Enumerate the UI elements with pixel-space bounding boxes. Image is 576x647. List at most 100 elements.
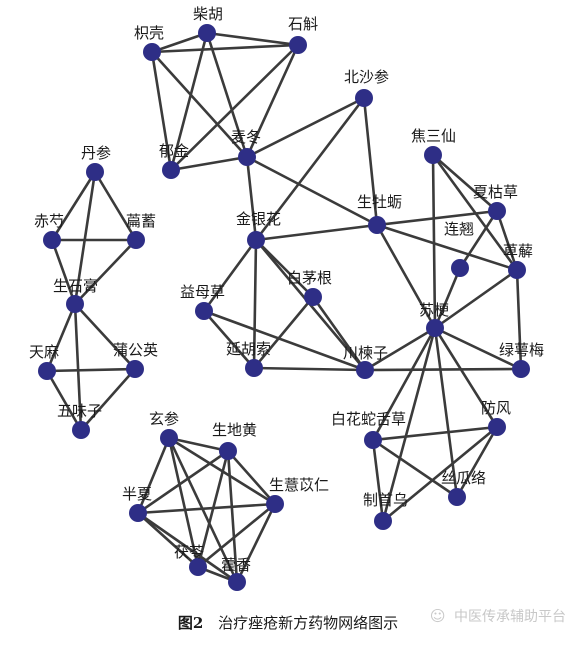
edge-yujin-maidong (169, 155, 249, 172)
node-dot-shengshigao (66, 295, 84, 313)
node-dot-chuanlianzi (356, 361, 374, 379)
node-dot-fangfeng (488, 418, 506, 436)
node-tianma: 天麻 (29, 343, 59, 380)
wechat-logo-icon: ☺ (429, 607, 446, 625)
edge-shengdihuang-huoxiang (226, 449, 239, 584)
node-dot-sugeng (426, 319, 444, 337)
node-label-shengshigao: 生石膏 (53, 277, 98, 295)
node-label-bixie: 萆薢 (503, 242, 533, 260)
edge-maidong-shengmuli (245, 155, 379, 227)
edge-sugeng-baihuasheshecao (371, 326, 437, 442)
edge-jinyinhua-yimucao (202, 238, 258, 313)
node-label-zhike: 枳壳 (134, 24, 164, 42)
node-dot-yimucao (195, 302, 213, 320)
edge-shengyiyiren-fuling (196, 502, 277, 569)
node-bixie: 萆薢 (503, 242, 533, 279)
edge-banxia-huoxiang (136, 511, 239, 584)
edge-tianma-pugongying (45, 367, 137, 373)
node-chishao: 赤芍 (34, 212, 64, 249)
node-dot-sigualuo (448, 488, 466, 506)
node-bianxu: 萹蓄 (126, 212, 156, 249)
edge-shengshigao-wuweizi (73, 302, 83, 432)
node-label-maidong: 麦冬 (231, 128, 261, 146)
edge-baimaogen-yanhusuo (252, 295, 315, 370)
node-label-chishao: 赤芍 (34, 212, 64, 230)
node-dot-fuling (189, 558, 207, 576)
node-label-fuling: 茯苓 (174, 543, 204, 561)
node-yujin: 郁金 (159, 142, 189, 179)
edge-bixie-lvemei (515, 268, 523, 371)
edge-layer (45, 31, 523, 584)
node-label-zhishouwu: 制首乌 (363, 491, 408, 509)
node-jiaosanxian: 焦三仙 (411, 127, 456, 164)
edge-chuanlianzi-lvemei (363, 367, 523, 372)
edge-xuanshen-shengdihuang (167, 436, 230, 453)
edge-shengdihuang-shengyiyiren (226, 449, 277, 506)
node-dot-chaihu (198, 24, 216, 42)
node-label-fangfeng: 防风 (481, 399, 511, 417)
node-dot-lvemei (512, 360, 530, 378)
edge-beishashen-maidong (245, 96, 366, 159)
node-dot-yujin (162, 161, 180, 179)
node-label-danshen: 丹参 (81, 144, 111, 162)
edge-chaihu-maidong (205, 31, 249, 159)
node-label-xiakucao: 夏枯草 (473, 183, 518, 201)
edge-jiaosanxian-sugeng (431, 153, 437, 330)
node-lvemei: 绿萼梅 (499, 341, 544, 378)
edge-jiaosanxian-xiakucao (431, 153, 499, 213)
node-sigualuo: 丝瓜络 (441, 469, 486, 506)
node-dot-huoxiang (228, 573, 246, 591)
edge-yimucao-yanhusuo (202, 309, 256, 370)
edge-zhike-yujin (150, 50, 173, 172)
node-dot-bianxu (127, 231, 145, 249)
node-label-xuanshen: 玄参 (149, 410, 179, 428)
watermark-text: 中医传承辅助平台 (454, 609, 566, 625)
node-label-shengdihuang: 生地黄 (212, 421, 257, 439)
node-layer: 枳壳柴胡石斛北沙参郁金麦冬焦三仙丹参夏枯草生牡蛎连翘赤芍萹蓄金银花萆薢生石膏白茅… (29, 5, 544, 591)
edge-banxia-shengyiyiren (136, 502, 277, 515)
edge-shengdihuang-banxia (136, 449, 230, 515)
node-dot-pugongying (126, 360, 144, 378)
node-dot-shengyiyiren (266, 495, 284, 513)
edge-beishashen-jinyinhua (254, 96, 366, 242)
node-label-tianma: 天麻 (29, 343, 59, 361)
node-label-shengyiyiren: 生薏苡仁 (269, 476, 329, 494)
edge-shihu-yujin (169, 43, 300, 172)
edge-danshen-chishao (50, 170, 97, 242)
edge-yanhusuo-chuanlianzi (252, 366, 367, 372)
edge-jinyinhua-shengmuli (254, 223, 379, 242)
node-shengyiyiren: 生薏苡仁 (266, 476, 329, 513)
edge-tianma-wuweizi (45, 369, 83, 432)
node-label-beishashen: 北沙参 (344, 68, 389, 86)
node-wuweizi: 五味子 (57, 402, 102, 439)
node-label-lianqiao: 连翘 (444, 220, 474, 238)
node-fangfeng: 防风 (481, 399, 511, 436)
node-label-huoxiang: 藿香 (221, 556, 251, 574)
edge-beishashen-shengmuli (362, 96, 379, 227)
node-shengmuli: 生牡蛎 (357, 193, 402, 234)
node-label-yanhusuo: 延胡索 (226, 340, 271, 358)
node-dot-maidong (238, 148, 256, 166)
edge-shengmuli-sugeng (375, 223, 437, 330)
figure-caption: 图2 治疗痤疮新方药物网络图示 (0, 612, 576, 633)
node-zhike: 枳壳 (134, 24, 164, 61)
node-label-jinyinhua: 金银花 (236, 210, 281, 228)
edge-xiakucao-bixie (495, 209, 519, 272)
node-dot-xiakucao (488, 202, 506, 220)
edge-zhike-maidong (150, 50, 249, 159)
edge-xuanshen-banxia (136, 436, 171, 515)
node-baihuasheshecao: 白花蛇舌草 (331, 410, 406, 449)
node-dot-baimaogen (304, 288, 322, 306)
edge-sugeng-zhishouwu (381, 326, 437, 523)
node-dot-zhishouwu (374, 512, 392, 530)
figure-title: 治疗痤疮新方药物网络图示 (218, 614, 399, 632)
edge-jiaosanxian-bixie (431, 153, 519, 272)
node-label-chaihu: 柴胡 (193, 5, 223, 23)
node-shengdihuang: 生地黄 (212, 421, 257, 460)
edge-banxia-fuling (136, 511, 200, 569)
edge-baihuasheshecao-fangfeng (371, 425, 499, 442)
edge-shihu-maidong (245, 43, 300, 159)
node-label-shihu: 石斛 (288, 15, 318, 33)
edge-maidong-jinyinhua (245, 155, 258, 242)
node-label-bianxu: 萹蓄 (126, 212, 156, 230)
